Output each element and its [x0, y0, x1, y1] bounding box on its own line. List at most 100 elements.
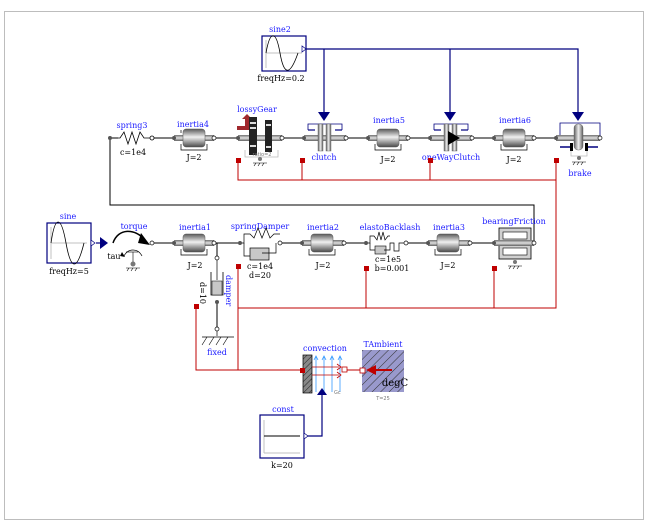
inertia4-param: J=2 [186, 153, 202, 162]
inertia1-block[interactable]: inertia1 J=2 [172, 223, 217, 270]
backlash-icon [384, 242, 404, 252]
inertia-icon [436, 233, 460, 253]
sine2-param: freqHz=0.2 [257, 74, 304, 83]
damper-param: d=10 [198, 282, 207, 304]
TAmbient-param: T=25 [375, 396, 390, 402]
spring3-to-bearing-line [109, 138, 535, 243]
elastoBacklash-param1: c=1e5 [375, 255, 401, 264]
damper-icon [211, 280, 223, 296]
bearingFriction-label: bearingFriction [482, 217, 545, 226]
torque-label: torque [121, 222, 148, 231]
ground-icon [126, 267, 140, 272]
sine-label: sine [60, 212, 77, 221]
sine2-label: sine2 [269, 25, 291, 34]
heatport-icon[interactable] [236, 158, 241, 163]
brake-disc-icon [573, 123, 584, 151]
heatport-icon[interactable] [492, 266, 497, 271]
ground-icon [572, 161, 586, 166]
heatport-icon[interactable] [236, 264, 241, 269]
heatport-icon[interactable] [554, 158, 559, 163]
const-label: const [272, 405, 295, 414]
inertia2-param: J=2 [315, 261, 331, 270]
sine-wave-icon [265, 35, 299, 71]
springDamper-block[interactable]: springDamper c=1e4 d=20 [231, 222, 290, 280]
damper-heatport-line [195, 308, 302, 371]
TAmbient-block[interactable]: TAmbient degC T=25 [359, 340, 409, 402]
clutch-label: clutch [311, 153, 336, 162]
sine2-output-line [306, 48, 579, 118]
elastoBacklash-label: elastoBacklash [360, 223, 421, 232]
sine-wave-icon [50, 221, 85, 265]
inertia5-label: inertia5 [373, 116, 405, 125]
wall-icon [302, 354, 313, 394]
springDamper-param2: d=20 [249, 271, 271, 280]
clutch-block[interactable]: clutch [302, 112, 349, 162]
convection-block[interactable]: convection Gc [300, 344, 348, 396]
heatport-bus-top [237, 160, 557, 181]
inertia3-param: J=2 [440, 261, 456, 270]
lossyGear-block[interactable]: lossyGear ratio=2 [236, 105, 285, 167]
fixed-block[interactable]: fixed [201, 326, 234, 357]
sine2-block[interactable]: sine2 freqHz=0.2 [257, 25, 307, 83]
inertia1-param: J=2 [187, 261, 203, 270]
elastoBacklash-block[interactable]: elastoBacklash c=1e5 b=0.001 [360, 223, 421, 273]
heatport-icon[interactable] [300, 158, 305, 163]
heatports-row1 [236, 158, 559, 163]
convection-flow-icon [313, 355, 343, 392]
spring-icon [240, 227, 280, 244]
inertia3-label: inertia3 [433, 223, 465, 232]
springDamper-param1: c=1e4 [247, 262, 273, 271]
heatport-icon[interactable] [428, 158, 433, 163]
const-param: k=20 [271, 461, 293, 470]
ground-icon [253, 162, 267, 167]
freewheel-arrow-icon [448, 131, 460, 145]
inertia-icon [310, 233, 334, 253]
inertia5-block[interactable]: inertia5 J=2 [366, 116, 411, 164]
brake-block[interactable]: brake [554, 112, 603, 178]
inertia6-block[interactable]: inertia6 J=2 [492, 116, 537, 164]
inertia4-block[interactable]: inertia4 J=2 [172, 120, 217, 162]
spring3-param: c=1e4 [120, 148, 146, 157]
inertia4-label: inertia4 [177, 120, 209, 129]
torque-block[interactable]: torque tau [100, 222, 155, 272]
const-to-convection-line [306, 394, 323, 437]
inertia6-label: inertia6 [499, 116, 531, 125]
gear-icon [249, 117, 257, 155]
const-block[interactable]: const k=20 [259, 405, 309, 470]
inertia2-block[interactable]: inertia2 J=2 [300, 223, 347, 270]
convection-label: convection [303, 344, 347, 353]
inertia-icon [502, 128, 526, 148]
heatport-icon[interactable] [364, 266, 369, 271]
bearingFriction-block[interactable]: bearingFriction [482, 217, 546, 270]
sine-param: freqHz=5 [49, 267, 89, 276]
diagram-canvas-frame [4, 11, 644, 520]
convection-input-label: Gc [334, 390, 341, 396]
oneWayClutch-label: oneWayClutch [422, 153, 480, 162]
ground-icon [201, 336, 229, 346]
oneWayClutch-block[interactable]: oneWayClutch [422, 112, 480, 162]
inertia-icon [182, 128, 206, 148]
TAmbient-label: TAmbient [363, 340, 403, 349]
inertia-icon [182, 233, 206, 253]
inertia3-block[interactable]: inertia3 J=2 [426, 223, 473, 270]
inertia2-label: inertia2 [307, 223, 339, 232]
brake-label: brake [568, 169, 592, 178]
heat-loss-arrow-icon [237, 114, 252, 130]
heatport-icon[interactable] [194, 304, 199, 309]
damper-label: damper [224, 275, 233, 306]
TAmbient-unit: degC [382, 378, 409, 389]
elastoBacklash-param2: b=0.001 [375, 264, 410, 273]
clutch-plate-icon [317, 123, 324, 152]
inertia-icon [376, 128, 400, 148]
damper-block[interactable]: damper d=10 [198, 255, 233, 306]
heatport-bus-mid [238, 180, 557, 309]
spring3-block[interactable]: spring3 c=1e4 [108, 121, 155, 157]
inertia6-param: J=2 [506, 155, 522, 164]
torque-input-label: tau [107, 252, 120, 261]
spring-icon [366, 231, 390, 244]
spring3-label: spring3 [117, 121, 148, 130]
mechanical-connections [109, 137, 556, 327]
sine-block[interactable]: sine freqHz=5 [46, 212, 96, 276]
inertia1-label: inertia1 [179, 223, 211, 232]
